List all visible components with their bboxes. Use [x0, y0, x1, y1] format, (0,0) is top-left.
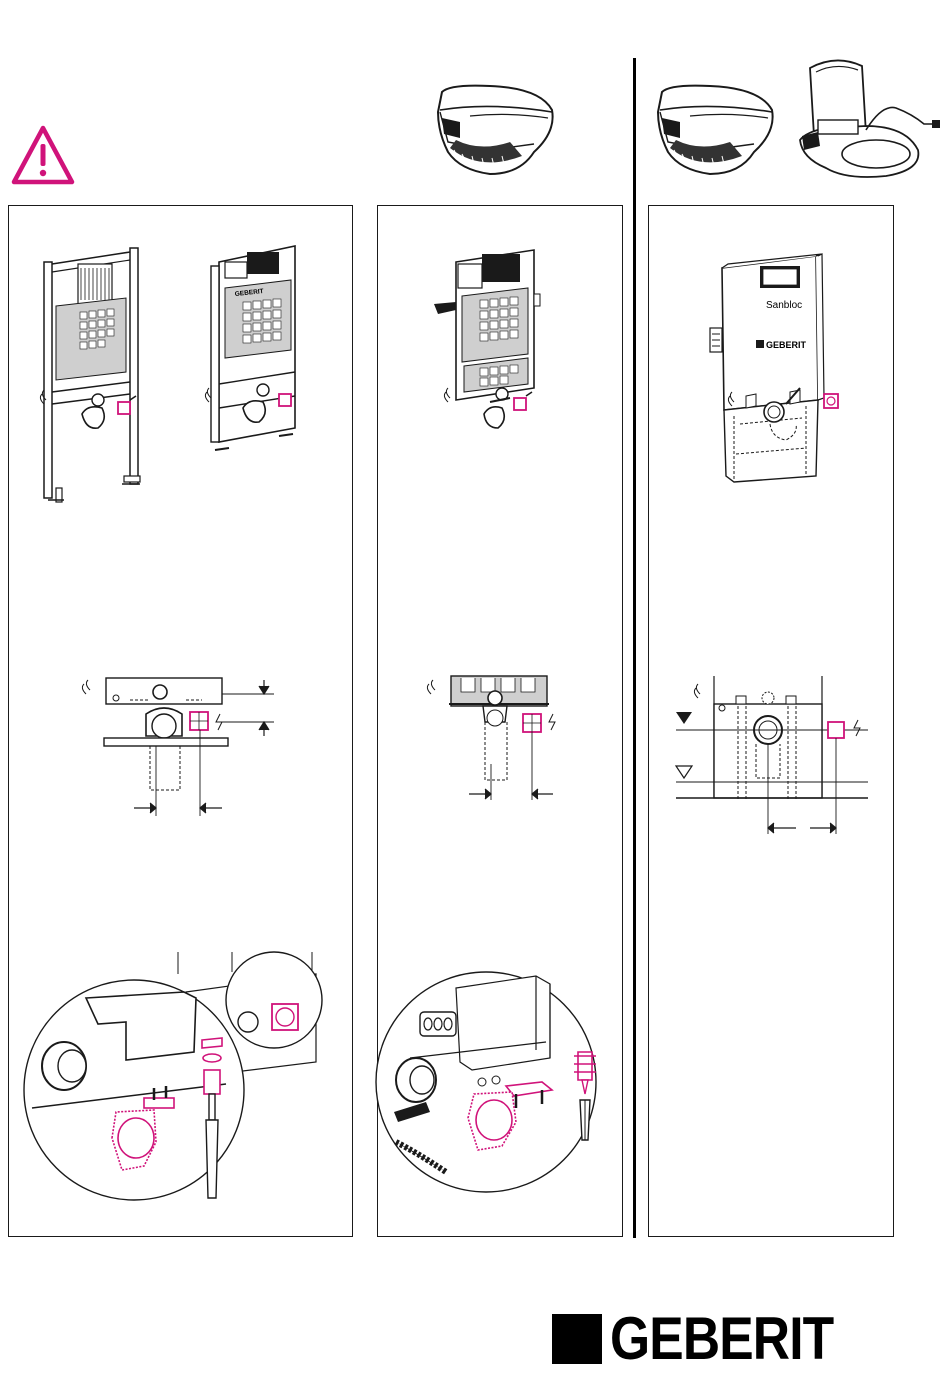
duofix-frame-illustration — [38, 244, 148, 504]
kombifix-frame-illustration — [430, 238, 550, 438]
shower-toilet-illustration — [430, 82, 560, 182]
sanbloc-logo-label: GEBERIT — [766, 340, 807, 350]
electrical-box-mounting-detail — [26, 952, 336, 1212]
warning-triangle-icon — [10, 124, 76, 186]
geberit-logo-text: GEBERIT — [610, 1304, 833, 1374]
connection-dimension-diagram-kombifix — [425, 672, 575, 812]
electrical-box-mounting-detail-kombifix — [386, 962, 616, 1192]
connection-dimension-diagram — [80, 672, 280, 822]
shower-seat-attachment-illustration — [796, 54, 946, 184]
column-divider — [633, 58, 636, 1238]
duofix-frame-cased-illustration: GEBERIT — [205, 240, 305, 460]
geberit-logo-square — [552, 1314, 602, 1364]
floor-level-dimension-diagram — [672, 666, 872, 846]
shower-toilet-illustration-right — [650, 82, 780, 182]
sanbloc-element-illustration: Sanbloc GEBERIT — [706, 254, 856, 484]
geberit-logo: GEBERIT — [552, 1312, 902, 1368]
sanbloc-name-label: Sanbloc — [766, 300, 802, 311]
